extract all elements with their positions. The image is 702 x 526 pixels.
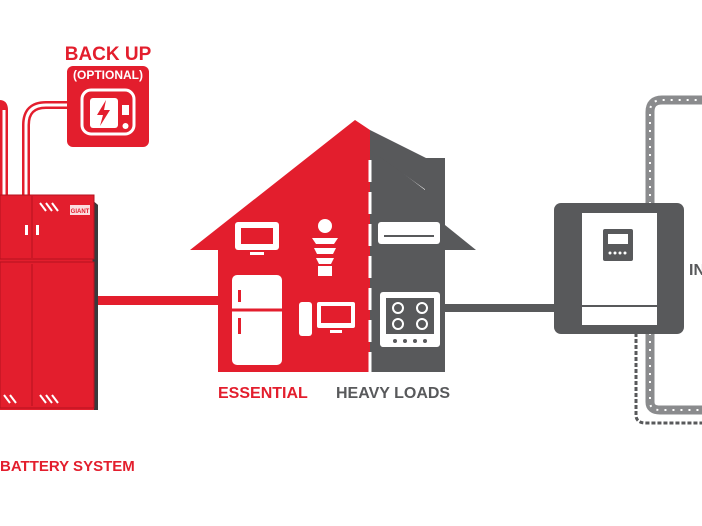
phone-icon [299, 302, 312, 336]
svg-text:HEAVY LOADS: HEAVY LOADS [336, 385, 450, 402]
grid-cables [634, 95, 702, 425]
computer-icon [317, 302, 355, 333]
backup-subtitle: (OPTIONAL) [73, 68, 143, 82]
stove-icon [380, 292, 440, 347]
battery-brand-logo: GIANT [71, 209, 90, 215]
tv-icon [235, 222, 279, 255]
house-inverter-cable [440, 304, 556, 312]
battery-house-cable [98, 296, 223, 305]
air-conditioner-icon [378, 222, 440, 244]
house [190, 120, 476, 372]
generator-icon [80, 88, 136, 136]
battery-system-label: BATTERY SYSTEM [0, 458, 135, 475]
inverter [554, 203, 684, 334]
essential-label: ESSENTIAL [218, 385, 308, 402]
backup-cables [0, 100, 70, 195]
backup-title: BACK UP [65, 44, 152, 65]
inverter-label: IN [689, 262, 702, 279]
lightbulb-icon [312, 219, 338, 276]
inverter-display-icon [603, 229, 633, 261]
refrigerator-icon [232, 275, 282, 365]
battery-cabinet: GIANT [0, 194, 98, 410]
backup-generator: BACK UP (OPTIONAL) [65, 44, 152, 147]
